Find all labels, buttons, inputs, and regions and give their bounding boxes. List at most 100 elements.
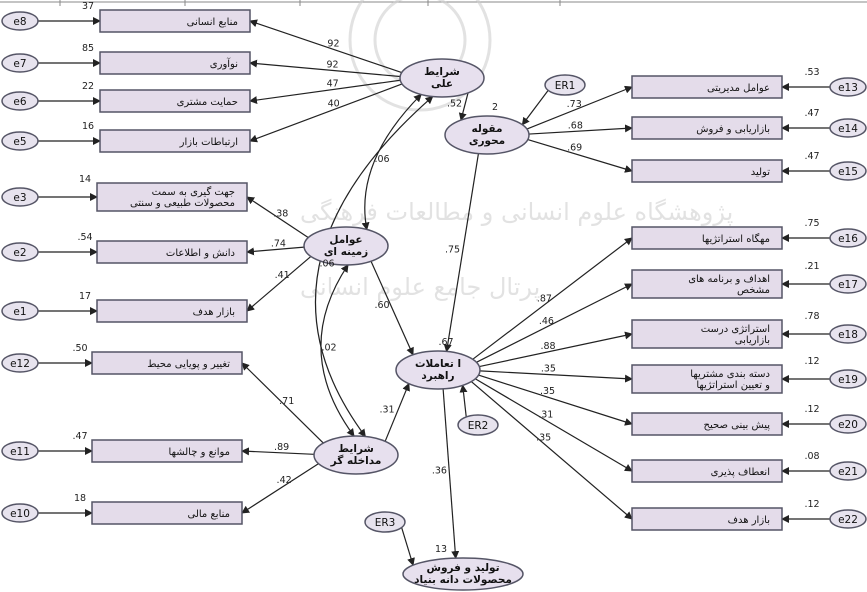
indicator-label: بازار هدف xyxy=(193,307,235,318)
loading-path xyxy=(246,196,309,239)
error-label: e11 xyxy=(10,446,30,458)
error-term: e11 xyxy=(1,441,39,461)
indicator-box: دانش و اطلاعات xyxy=(96,240,248,264)
loading-coef: .68 xyxy=(568,120,583,131)
error-label: e10 xyxy=(10,508,30,520)
loading-path xyxy=(249,83,403,143)
loading-coef: .69 xyxy=(567,143,582,154)
loading-coef: .42 xyxy=(277,475,292,486)
error-label: e16 xyxy=(838,233,858,245)
indicator-label: تولید xyxy=(751,167,770,178)
structural-path xyxy=(442,388,460,560)
error-ellipse xyxy=(829,414,867,434)
indicator-rect xyxy=(631,226,783,250)
indicator-rect xyxy=(631,459,783,483)
error-term: e13 xyxy=(829,77,867,97)
error-term: e16 xyxy=(829,228,867,248)
r-squared-label: .78 xyxy=(804,311,819,322)
structural-path xyxy=(443,153,480,353)
loading-path xyxy=(470,381,633,520)
loading-path xyxy=(528,124,633,135)
svg-text:پرتال جامع علوم انسانی: پرتال جامع علوم انسانی xyxy=(300,273,540,301)
residual-label: ER3 xyxy=(375,517,396,529)
latent-label: محوری xyxy=(469,135,505,147)
error-term: e10 xyxy=(1,503,39,523)
indicator-rect xyxy=(99,129,251,153)
error-ellipse xyxy=(1,503,39,523)
indicator-label: مهگاه استراتژیها xyxy=(702,233,770,245)
indicator-label: دانش و اطلاعات xyxy=(166,248,235,259)
indicator-box: موانع و چالشها xyxy=(91,439,243,463)
error-term: e1 xyxy=(1,301,39,321)
r-squared-label: .21 xyxy=(804,261,819,272)
indicator-rect xyxy=(631,269,783,299)
indicator-label: پیش بینی صحیح xyxy=(704,420,771,431)
r-squared-label: 22 xyxy=(82,81,94,92)
indicator-rect xyxy=(631,507,783,531)
error-term: e22 xyxy=(829,509,867,529)
indicator-box: بازاریابی و فروش xyxy=(631,116,783,140)
latent-label: تولید و فروش xyxy=(426,562,499,574)
loading-coef: .35 xyxy=(540,386,555,397)
loading-path xyxy=(249,19,402,74)
loading-coef: .35 xyxy=(536,432,551,443)
error-label: e21 xyxy=(838,466,858,478)
structural-path xyxy=(458,92,469,122)
indicator-box: عوامل مدیریتی xyxy=(631,75,783,99)
loading-coef: .41 xyxy=(275,270,290,281)
r-squared-label: 16 xyxy=(82,121,94,132)
loading-coef: .88 xyxy=(540,341,555,352)
loading-path xyxy=(527,139,633,173)
residual-value: .67 xyxy=(438,337,453,348)
error-term: e6 xyxy=(1,91,39,111)
loading-coef: .89 xyxy=(274,442,289,453)
loading-coef: .74 xyxy=(271,238,286,249)
r-squared-label: .54 xyxy=(77,232,92,243)
indicator-box: تولید xyxy=(631,159,783,183)
error-term: e15 xyxy=(829,161,867,181)
error-term: e3 xyxy=(1,187,39,207)
error-ellipse xyxy=(829,161,867,181)
latent-ellipse xyxy=(313,435,399,475)
r-squared-label: .08 xyxy=(804,451,819,462)
loading-path xyxy=(241,447,315,456)
loading-path xyxy=(249,79,401,105)
residual-value: 13 xyxy=(435,544,447,555)
loading-coef: .73 xyxy=(567,99,582,110)
error-term: e18 xyxy=(829,324,867,344)
error-ellipse xyxy=(829,509,867,529)
residual-label: ER2 xyxy=(468,420,489,432)
r-squared-label: .47 xyxy=(804,108,819,119)
r-squared-label: .75 xyxy=(804,218,819,229)
r-squared-label: .47 xyxy=(72,431,87,442)
loading-coef: 92 xyxy=(327,59,339,70)
indicator-box: انعطاف پذیری xyxy=(631,459,783,483)
loading-path xyxy=(479,370,633,383)
error-label: e20 xyxy=(838,419,858,431)
latent-label: مداخله گر xyxy=(330,454,382,467)
indicator-label: منابع مالی xyxy=(188,509,231,520)
covariance-coef: .06 xyxy=(319,259,334,270)
covariance-path xyxy=(320,264,355,437)
loading-coef: .87 xyxy=(537,294,552,305)
error-label: e5 xyxy=(13,136,26,148)
error-label: e1 xyxy=(13,306,26,318)
latent-label: مقوله xyxy=(472,123,503,135)
indicator-label: انعطاف پذیری xyxy=(711,467,770,478)
loading-coef: 47 xyxy=(327,79,339,90)
error-ellipse xyxy=(1,187,39,207)
loading-coef: .38 xyxy=(273,208,288,219)
r-squared-label: .53 xyxy=(804,67,819,78)
indicator-label: بازاریابی xyxy=(735,335,770,346)
loading-path xyxy=(474,378,633,472)
loading-coef: 92 xyxy=(327,38,339,49)
indicator-rect xyxy=(99,89,251,113)
